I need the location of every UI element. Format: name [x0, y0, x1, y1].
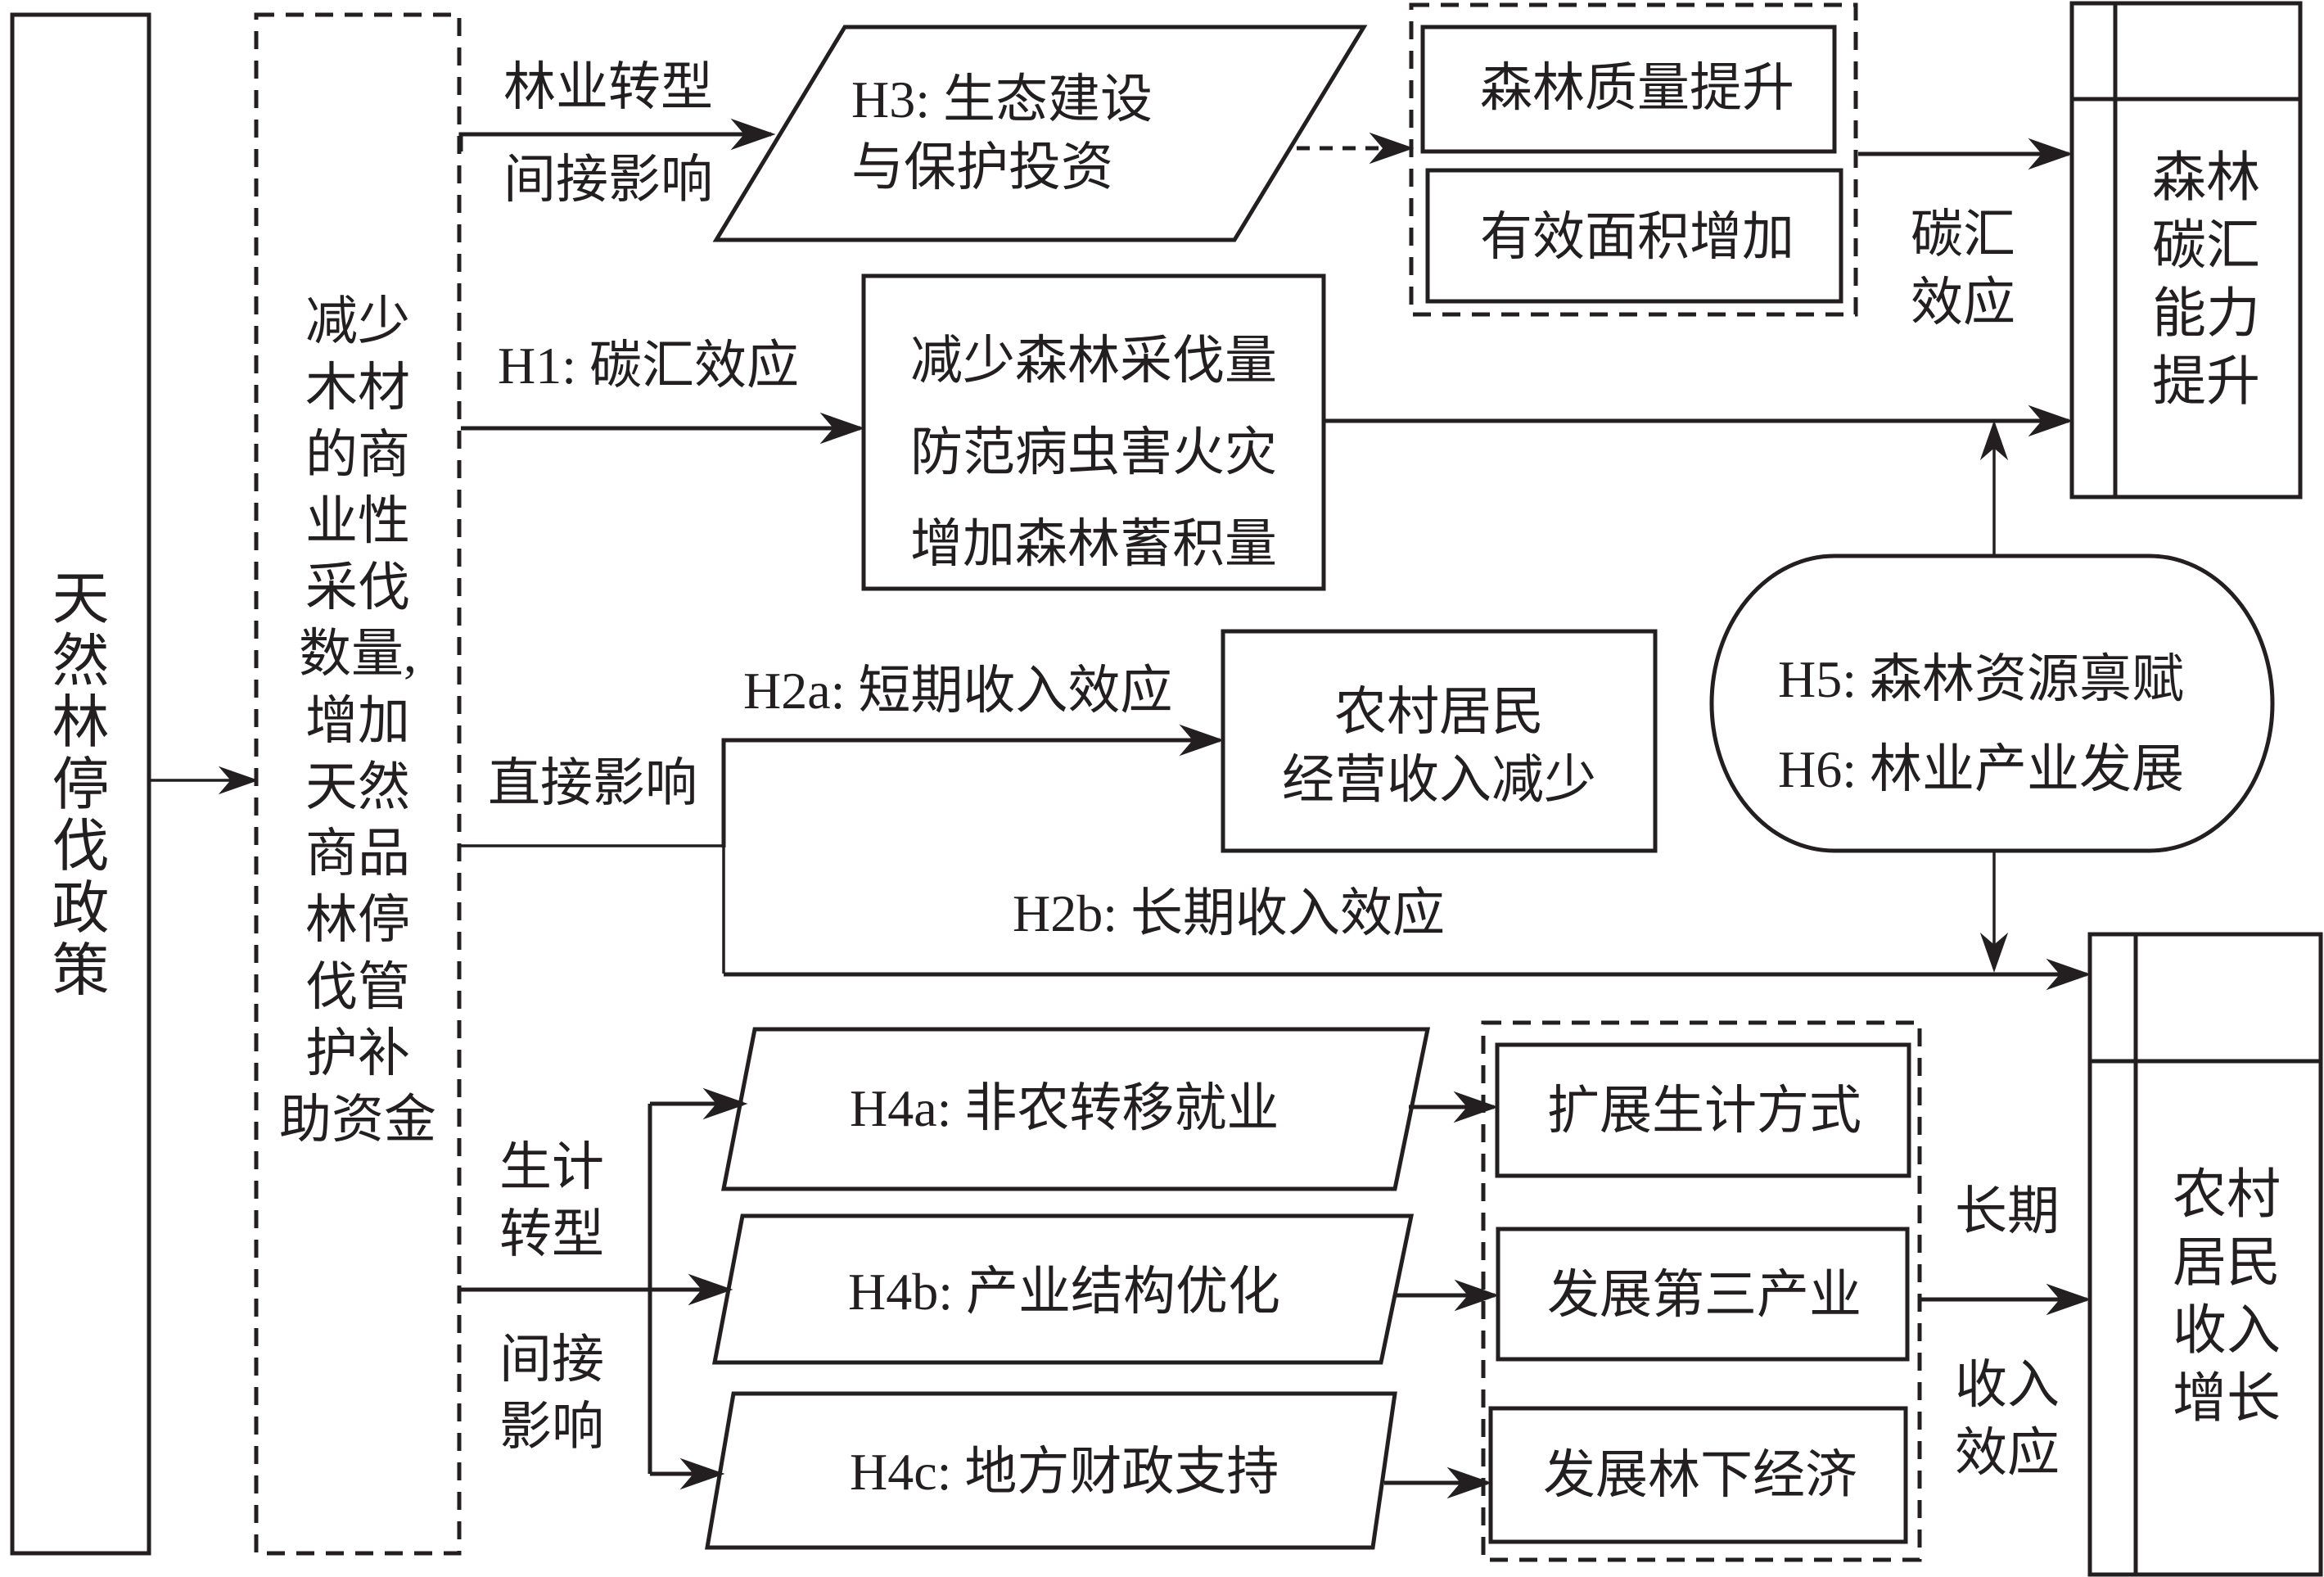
livelihood-transition-line-1: 生计	[499, 1138, 604, 1196]
h1-box	[861, 273, 1326, 591]
effective-area-box	[1425, 168, 1843, 304]
policy-box	[10, 12, 151, 1556]
mechanism-line: 数量,	[299, 625, 417, 684]
indirect-bottom-line-2: 影响	[499, 1397, 604, 1456]
edge-label-indirect-top: 间接影响	[503, 151, 713, 209]
livelihood-group-dashed-box	[1481, 1020, 1922, 1562]
h5h6-moderator	[1709, 554, 2275, 853]
policy-text: 天然林停伐政策	[52, 568, 110, 1003]
carbon-outcome-box	[2069, 1, 2303, 499]
edge-label-direct: 直接影响	[488, 754, 697, 812]
edge-to-h3	[458, 118, 776, 151]
income-effect-line-1: 收入	[1955, 1356, 2060, 1414]
h5-text: H5: 森林资源禀赋	[1778, 650, 2184, 708]
carbon-outcome-line-4: 提升	[2152, 352, 2260, 413]
h4a-label: H4a: 非农转移就业	[850, 1079, 1279, 1137]
income-outcome-box	[2087, 932, 2323, 1577]
edge-label-indirect-bottom: 间接 影响	[499, 1326, 604, 1461]
income-outcome-label: 农村 居民 收入 增长	[2149, 1161, 2304, 1434]
edge-label-h1: H1: 碳汇效应	[498, 337, 799, 395]
income-outcome-line-1: 农村	[2173, 1165, 2281, 1225]
mechanism-label: 减少木材的商业性采伐数量, 增加天然商品林停伐管护补助资金	[262, 288, 454, 1153]
h2a-box-line-2: 经营收入减少	[1282, 751, 1596, 810]
income-outcome-line-3: 收入	[2173, 1301, 2281, 1362]
edge-label-h2a: H2a: 短期收入效应	[743, 662, 1173, 720]
h2a-box	[1221, 629, 1658, 853]
h3-line-1: H3: 生态建设	[851, 70, 1153, 129]
mechanism-line: 减少	[305, 292, 410, 350]
h3-line-2: 与保护投资	[851, 138, 1113, 197]
mechanism-line: 伐管	[305, 957, 410, 1016]
mechanism-line: 业性	[305, 491, 410, 550]
h4a-parallelogram	[720, 1027, 1431, 1191]
mechanism-line: 的商	[305, 425, 410, 484]
h2a-box-label: 农村居民 经营收入减少	[1223, 678, 1655, 814]
edge-label-carbon-effect: 碳汇 效应	[1911, 201, 2015, 337]
livelihood-box	[1495, 1042, 1911, 1178]
mechanism-lines: 减少木材的商业性采伐数量, 增加天然商品林停伐管护补助资金	[262, 288, 454, 1153]
mechanism-line: 林停	[305, 891, 410, 950]
mechanism-line: 护补	[305, 1023, 410, 1082]
edge-to-h2a	[721, 724, 1225, 847]
edge-label-income-effect: 收入 效应	[1955, 1351, 2060, 1487]
mechanism-line: 商品	[305, 825, 410, 883]
h6-text: H6: 林业产业发展	[1778, 740, 2184, 799]
tertiary-label: 发展第三产业	[1547, 1266, 1861, 1324]
carbon-outcome-line-1: 森林	[2152, 148, 2260, 208]
edge-label-livelihood-transition: 生计 转型	[499, 1134, 604, 1268]
edge-direct-branch	[461, 844, 725, 974]
carbon-effect-line-1: 碳汇	[1911, 206, 2015, 264]
h1-box-line-1: 减少森林采伐量	[910, 332, 1277, 390]
mechanism-line: 增加	[305, 691, 410, 750]
indirect-bottom-line-1: 间接	[499, 1331, 604, 1389]
carbon-outcome-line-2: 碳汇	[2152, 216, 2260, 277]
edge-label-h2b: H2b: 长期收入效应	[1013, 884, 1445, 942]
mechanism-line: 助资金	[279, 1091, 436, 1150]
carbon-group-dashed-box	[1409, 2, 1858, 317]
income-effect-line-2: 效应	[1955, 1424, 2060, 1483]
h1-box-label: 减少森林采伐量 防范病虫害火灾 增加森林蓄积量	[910, 315, 1277, 590]
forest-quality-box	[1420, 25, 1837, 154]
h3-label: H3: 生态建设 与保护投资	[851, 66, 1277, 201]
h4b-parallelogram	[711, 1213, 1415, 1365]
carbon-outcome-line-3: 能力	[2152, 284, 2260, 345]
carbon-effect-line-2: 效应	[1911, 273, 2015, 332]
h4c-label: H4c: 地方财政支持	[850, 1443, 1279, 1501]
h5h6-label: H5: 森林资源禀赋 H6: 林业产业发展	[1778, 635, 2184, 815]
mechanism-line: 天然	[305, 757, 410, 816]
understory-label: 发展林下经济	[1543, 1446, 1857, 1504]
policy-label: 天然林停伐政策	[33, 569, 129, 1002]
edge-label-long-term: 长期	[1955, 1182, 2060, 1240]
mechanism-line: 采伐	[305, 558, 410, 617]
livelihood-transition-line-2: 转型	[499, 1204, 604, 1263]
effective-area-label: 有效面积增加	[1480, 208, 1794, 266]
h1-box-line-3: 增加森林蓄积量	[910, 515, 1277, 573]
carbon-outcome-label: 森林 碳汇 能力 提升	[2128, 144, 2284, 417]
edge-label-forestry-transition: 林业转型	[503, 58, 713, 116]
h4c-parallelogram	[705, 1391, 1397, 1550]
mechanism-line: 木材	[305, 359, 410, 418]
income-outcome-line-4: 增长	[2173, 1369, 2281, 1430]
h3-parallelogram	[712, 25, 1368, 242]
forest-quality-label: 森林质量提升	[1480, 59, 1794, 117]
income-outcome-line-2: 居民	[2173, 1233, 2281, 1294]
h4b-label: H4b: 产业结构优化	[848, 1263, 1280, 1321]
h1-box-line-2: 防范病虫害火灾	[910, 423, 1277, 481]
h2a-box-line-1: 农村居民	[1334, 683, 1544, 741]
livelihood-label: 扩展生计方式	[1547, 1082, 1861, 1140]
understory-box	[1488, 1406, 1908, 1544]
